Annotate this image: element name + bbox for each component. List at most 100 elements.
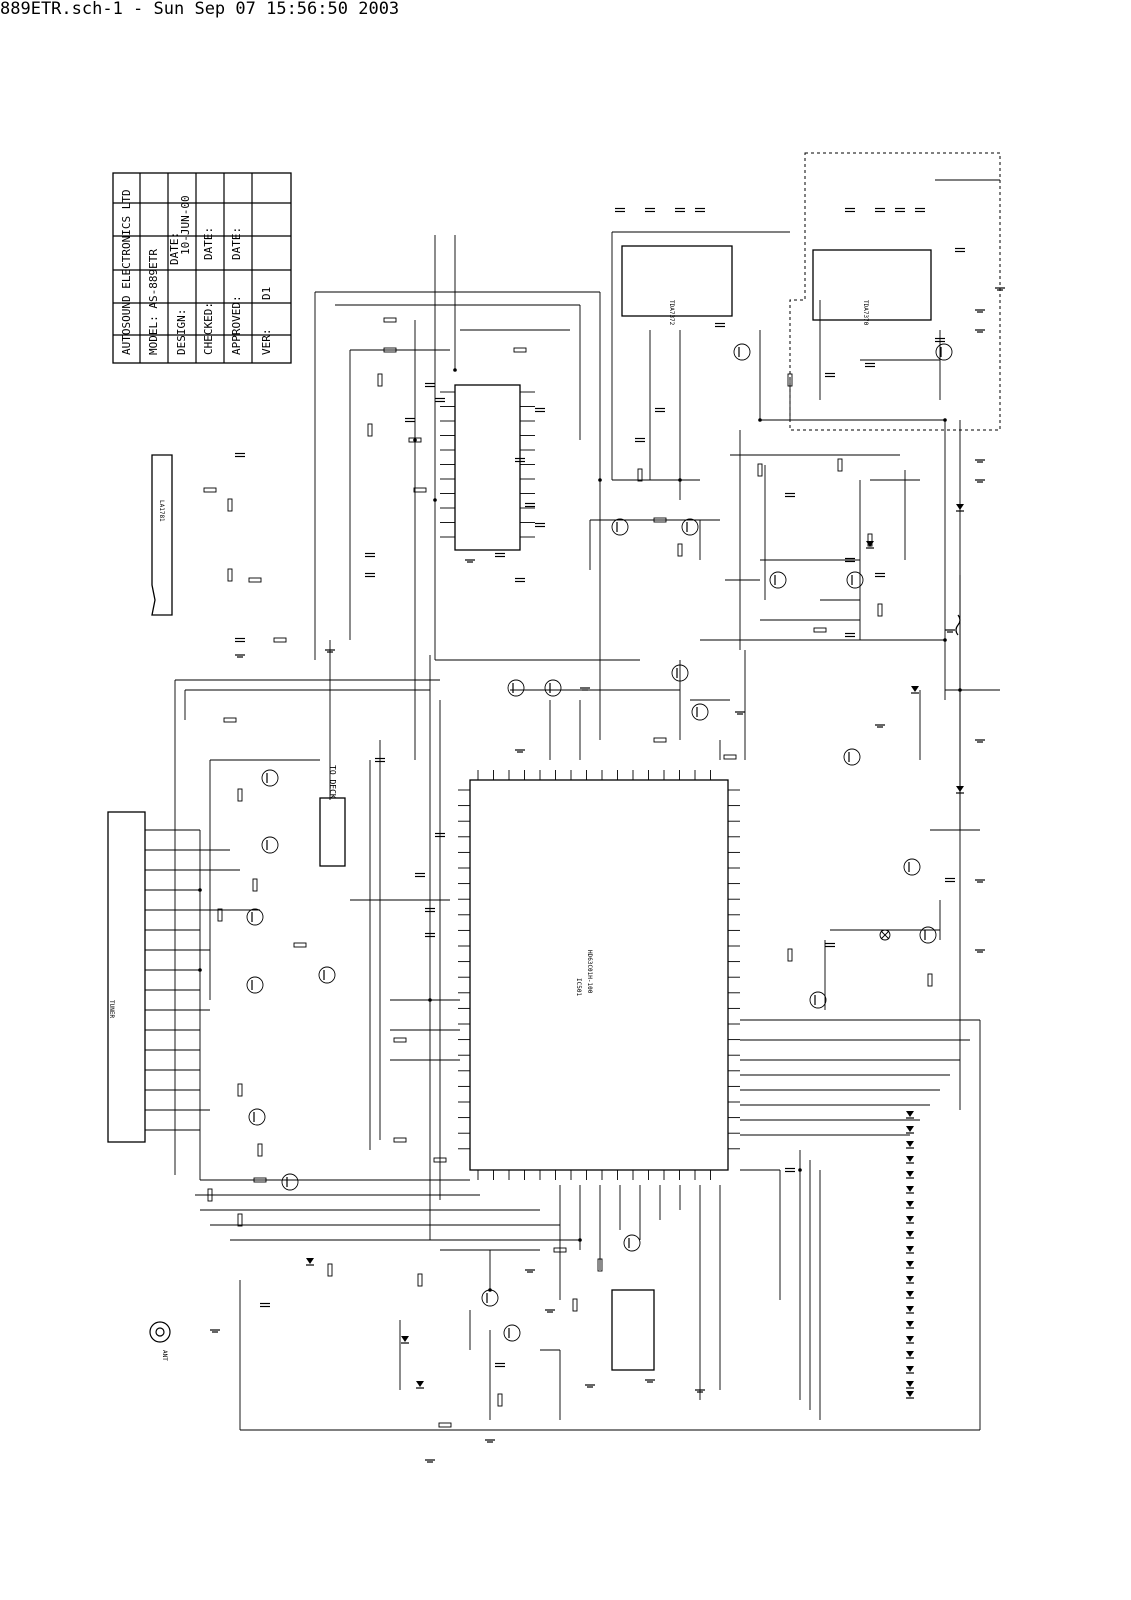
transistor <box>809 991 827 1009</box>
transistor <box>903 858 921 876</box>
junction <box>958 688 962 692</box>
junction <box>488 1288 492 1292</box>
junction <box>678 478 682 482</box>
document-header: 889ETR.sch-1 - Sun Sep 07 15:56:50 2003 <box>0 0 400 19</box>
transistor <box>318 966 336 984</box>
ic-tuner: LA1781 <box>151 454 173 616</box>
transistor <box>261 769 279 787</box>
resistor <box>227 568 233 582</box>
junction <box>198 968 202 972</box>
lamp <box>879 929 891 941</box>
diode <box>906 1186 914 1192</box>
resistor <box>293 942 307 948</box>
diode <box>416 1381 424 1387</box>
resistor <box>757 463 763 477</box>
transistor <box>671 664 689 682</box>
transistor <box>481 1289 499 1307</box>
resistor <box>877 603 883 617</box>
diode <box>906 1141 914 1147</box>
resistor <box>367 423 373 437</box>
resistor <box>653 737 667 743</box>
title-checked: CHECKED: <box>202 302 215 355</box>
resistor <box>927 973 933 987</box>
ic-bottom-connector <box>611 1289 655 1371</box>
junction <box>943 418 947 422</box>
resistor <box>677 543 683 557</box>
diode <box>866 541 874 547</box>
transistor <box>681 518 699 536</box>
ic-main-ref: IC501 <box>575 978 582 996</box>
resistor <box>207 1188 213 1202</box>
diode <box>906 1351 914 1357</box>
title-checked-date-label: DATE: <box>202 227 215 260</box>
junction <box>943 638 947 642</box>
diode <box>401 1336 409 1342</box>
diode <box>306 1258 314 1264</box>
transistor <box>544 679 562 697</box>
resistor <box>513 347 527 353</box>
junction <box>428 998 432 1002</box>
resistor <box>787 373 793 387</box>
diode <box>906 1366 914 1372</box>
transistor <box>935 343 953 361</box>
transistor <box>507 679 525 697</box>
resistor <box>417 1273 423 1287</box>
title-company: AUTOSOUND ELECTRONICS LTD <box>120 189 133 355</box>
title-approved-date-label: DATE: <box>230 227 243 260</box>
title-model: MODEL: AS-889ETR <box>147 249 160 355</box>
junction <box>198 888 202 892</box>
transistor <box>261 836 279 854</box>
diode <box>956 504 964 510</box>
resistor <box>787 948 793 962</box>
diode <box>906 1276 914 1282</box>
resistor <box>438 1422 452 1428</box>
junction <box>578 1238 582 1242</box>
resistor <box>572 1298 578 1312</box>
diode <box>906 1306 914 1312</box>
resistor <box>203 487 217 493</box>
resistor <box>813 627 827 633</box>
ic-main-controller: IC501 HD63C01H-100 <box>469 779 729 1171</box>
transistor <box>691 703 709 721</box>
resistor <box>327 1263 333 1277</box>
transistor <box>611 518 629 536</box>
ic-audio-processor <box>454 384 521 551</box>
tuner-module: TUNER <box>107 811 146 1143</box>
lamp <box>880 930 890 940</box>
diode <box>906 1246 914 1252</box>
ic-power-amp-1: TDA7372 <box>621 245 733 326</box>
resistor <box>237 1083 243 1097</box>
junction <box>758 418 762 422</box>
title-ver-value: D1 <box>260 287 273 300</box>
resistor <box>723 754 737 760</box>
junction <box>433 498 437 502</box>
resistor <box>257 1143 263 1157</box>
title-design: DESIGN: <box>175 309 188 355</box>
transistor <box>843 748 861 766</box>
resistor <box>433 1157 447 1163</box>
diode <box>906 1261 914 1267</box>
ic-power-1-part: TDA7372 <box>668 300 675 326</box>
resistor <box>252 878 258 892</box>
resistor <box>248 577 262 583</box>
ic-power-2-part: TDA7370 <box>862 300 869 326</box>
transistor <box>503 1324 521 1342</box>
resistor <box>383 347 397 353</box>
transistor <box>248 1108 266 1126</box>
resistor <box>237 788 243 802</box>
resistor <box>837 458 843 472</box>
to-deck-label: TO DECK <box>328 765 337 799</box>
diode <box>906 1171 914 1177</box>
diode <box>906 1391 914 1397</box>
transistor <box>846 571 864 589</box>
resistor <box>383 317 397 323</box>
transistor <box>246 908 264 926</box>
title-block: AUTOSOUND ELECTRONICS LTD MODEL: AS-889E… <box>112 172 292 364</box>
tuner-module-label: TUNER <box>108 1000 115 1018</box>
diode <box>906 1156 914 1162</box>
resistor <box>413 487 427 493</box>
deck-connector: TO DECK <box>319 765 346 867</box>
diode <box>906 1336 914 1342</box>
resistor <box>377 373 383 387</box>
title-design-date: 10-JUN-00 <box>179 195 192 255</box>
